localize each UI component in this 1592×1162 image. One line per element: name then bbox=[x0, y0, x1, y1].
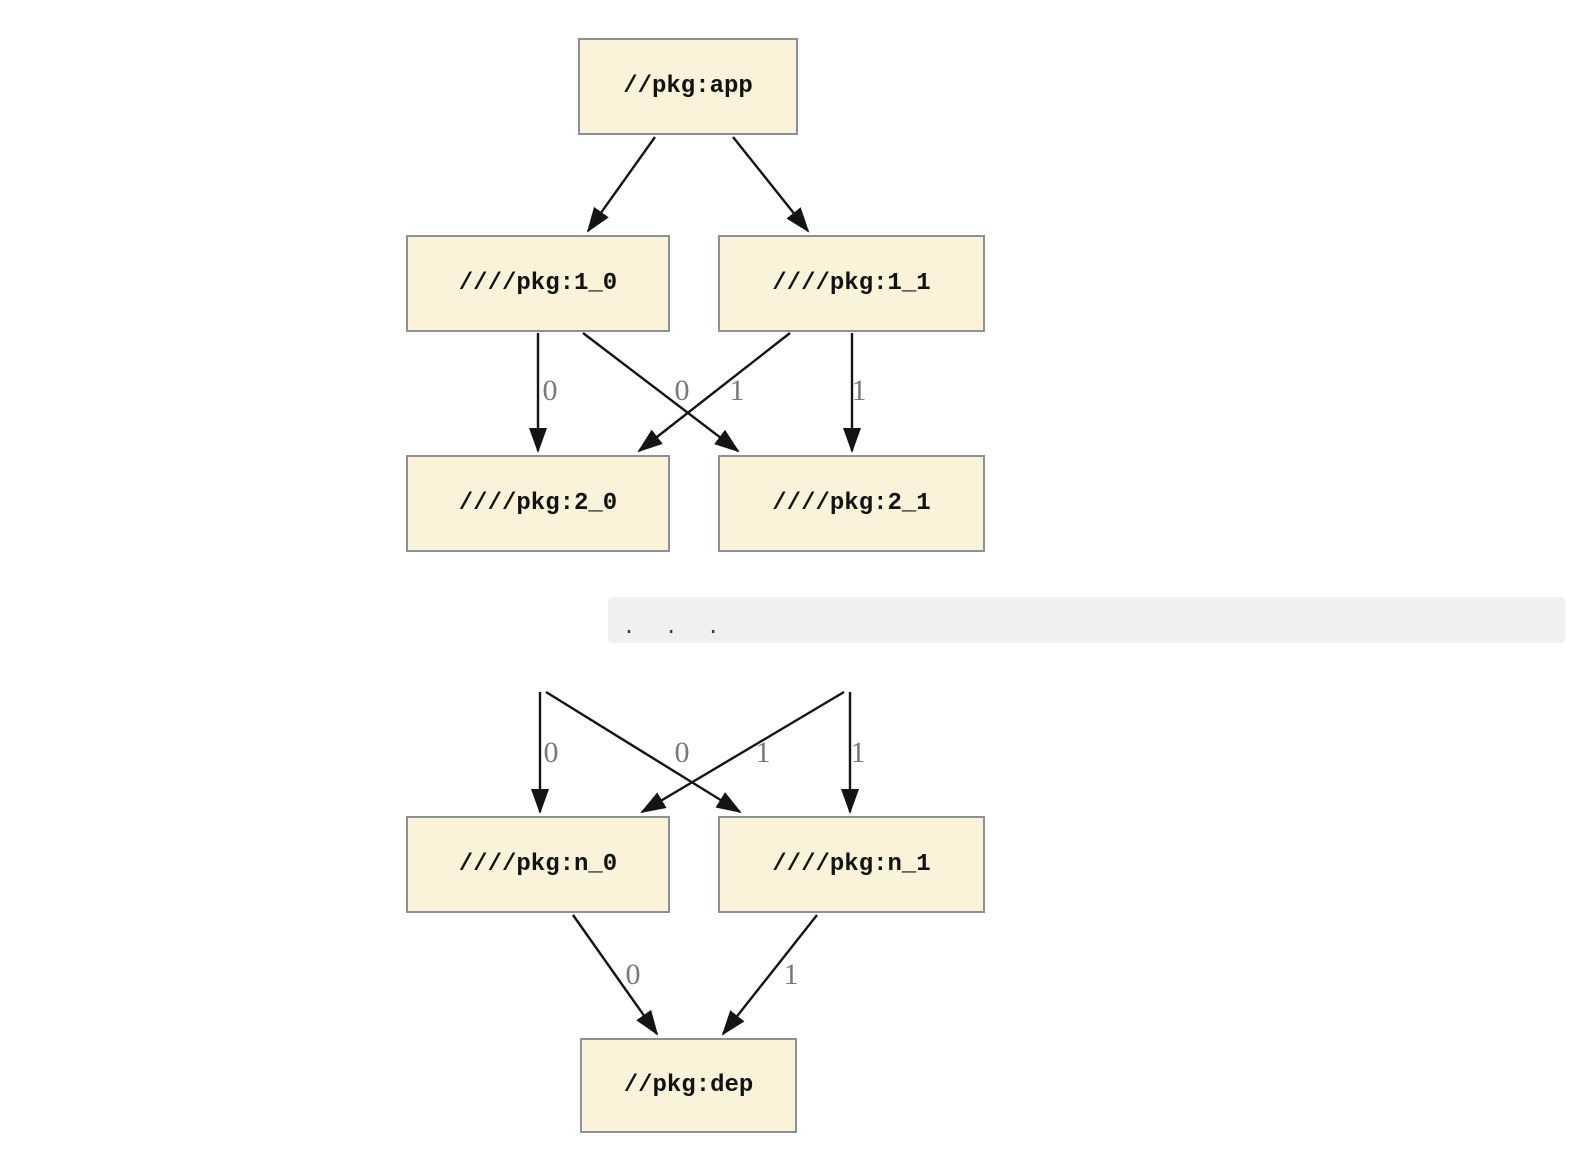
edge-label: 1 bbox=[755, 736, 771, 769]
code-block-ellipsis: . . . bbox=[608, 597, 1565, 643]
edge-label: 1 bbox=[850, 736, 866, 769]
edge-n-1-to-dep bbox=[721, 914, 818, 1036]
edge-label: 1 bbox=[729, 374, 745, 407]
edge-hidden-right-to-n-0 bbox=[640, 690, 845, 814]
node-pkg-1-1: ////pkg:1_1 bbox=[718, 235, 985, 332]
edge-label: 0 bbox=[542, 374, 558, 407]
edge-label: 0 bbox=[674, 736, 690, 769]
node-label: ////pkg:1_1 bbox=[772, 270, 931, 297]
node-pkg-dep: //pkg:dep bbox=[580, 1038, 797, 1133]
edge-app-to-1-1 bbox=[732, 136, 810, 233]
edge-label: 0 bbox=[625, 958, 641, 991]
edge-hidden-left-to-n-1 bbox=[545, 690, 742, 814]
edge-label: 0 bbox=[543, 736, 559, 769]
node-label: //pkg:app bbox=[623, 73, 753, 100]
edge-app-to-1-0 bbox=[586, 136, 656, 233]
edge-label: 0 bbox=[674, 374, 690, 407]
node-label: ////pkg:1_0 bbox=[458, 270, 618, 297]
node-label: ////pkg:2_0 bbox=[458, 490, 618, 517]
node-pkg-app: //pkg:app bbox=[578, 38, 798, 135]
edge-1-0-to-2-1 bbox=[582, 332, 740, 453]
node-label: ////pkg:n_0 bbox=[458, 851, 618, 878]
node-pkg-n-1: ////pkg:n_1 bbox=[718, 816, 985, 913]
edge-1-1-to-2-0 bbox=[637, 332, 791, 453]
node-pkg-1-0: ////pkg:1_0 bbox=[406, 235, 670, 332]
edge-label: 1 bbox=[783, 958, 799, 991]
ellipsis-text: . . . bbox=[623, 614, 729, 638]
node-pkg-2-0: ////pkg:2_0 bbox=[406, 455, 670, 552]
edge-label: 1 bbox=[851, 374, 867, 407]
node-label: ////pkg:2_1 bbox=[772, 490, 931, 517]
edge-n-0-to-dep bbox=[572, 914, 659, 1036]
node-label: ////pkg:n_1 bbox=[772, 851, 931, 878]
node-label: //pkg:dep bbox=[623, 1072, 754, 1099]
node-pkg-n-0: ////pkg:n_0 bbox=[406, 816, 670, 913]
node-pkg-2-1: ////pkg:2_1 bbox=[718, 455, 985, 552]
